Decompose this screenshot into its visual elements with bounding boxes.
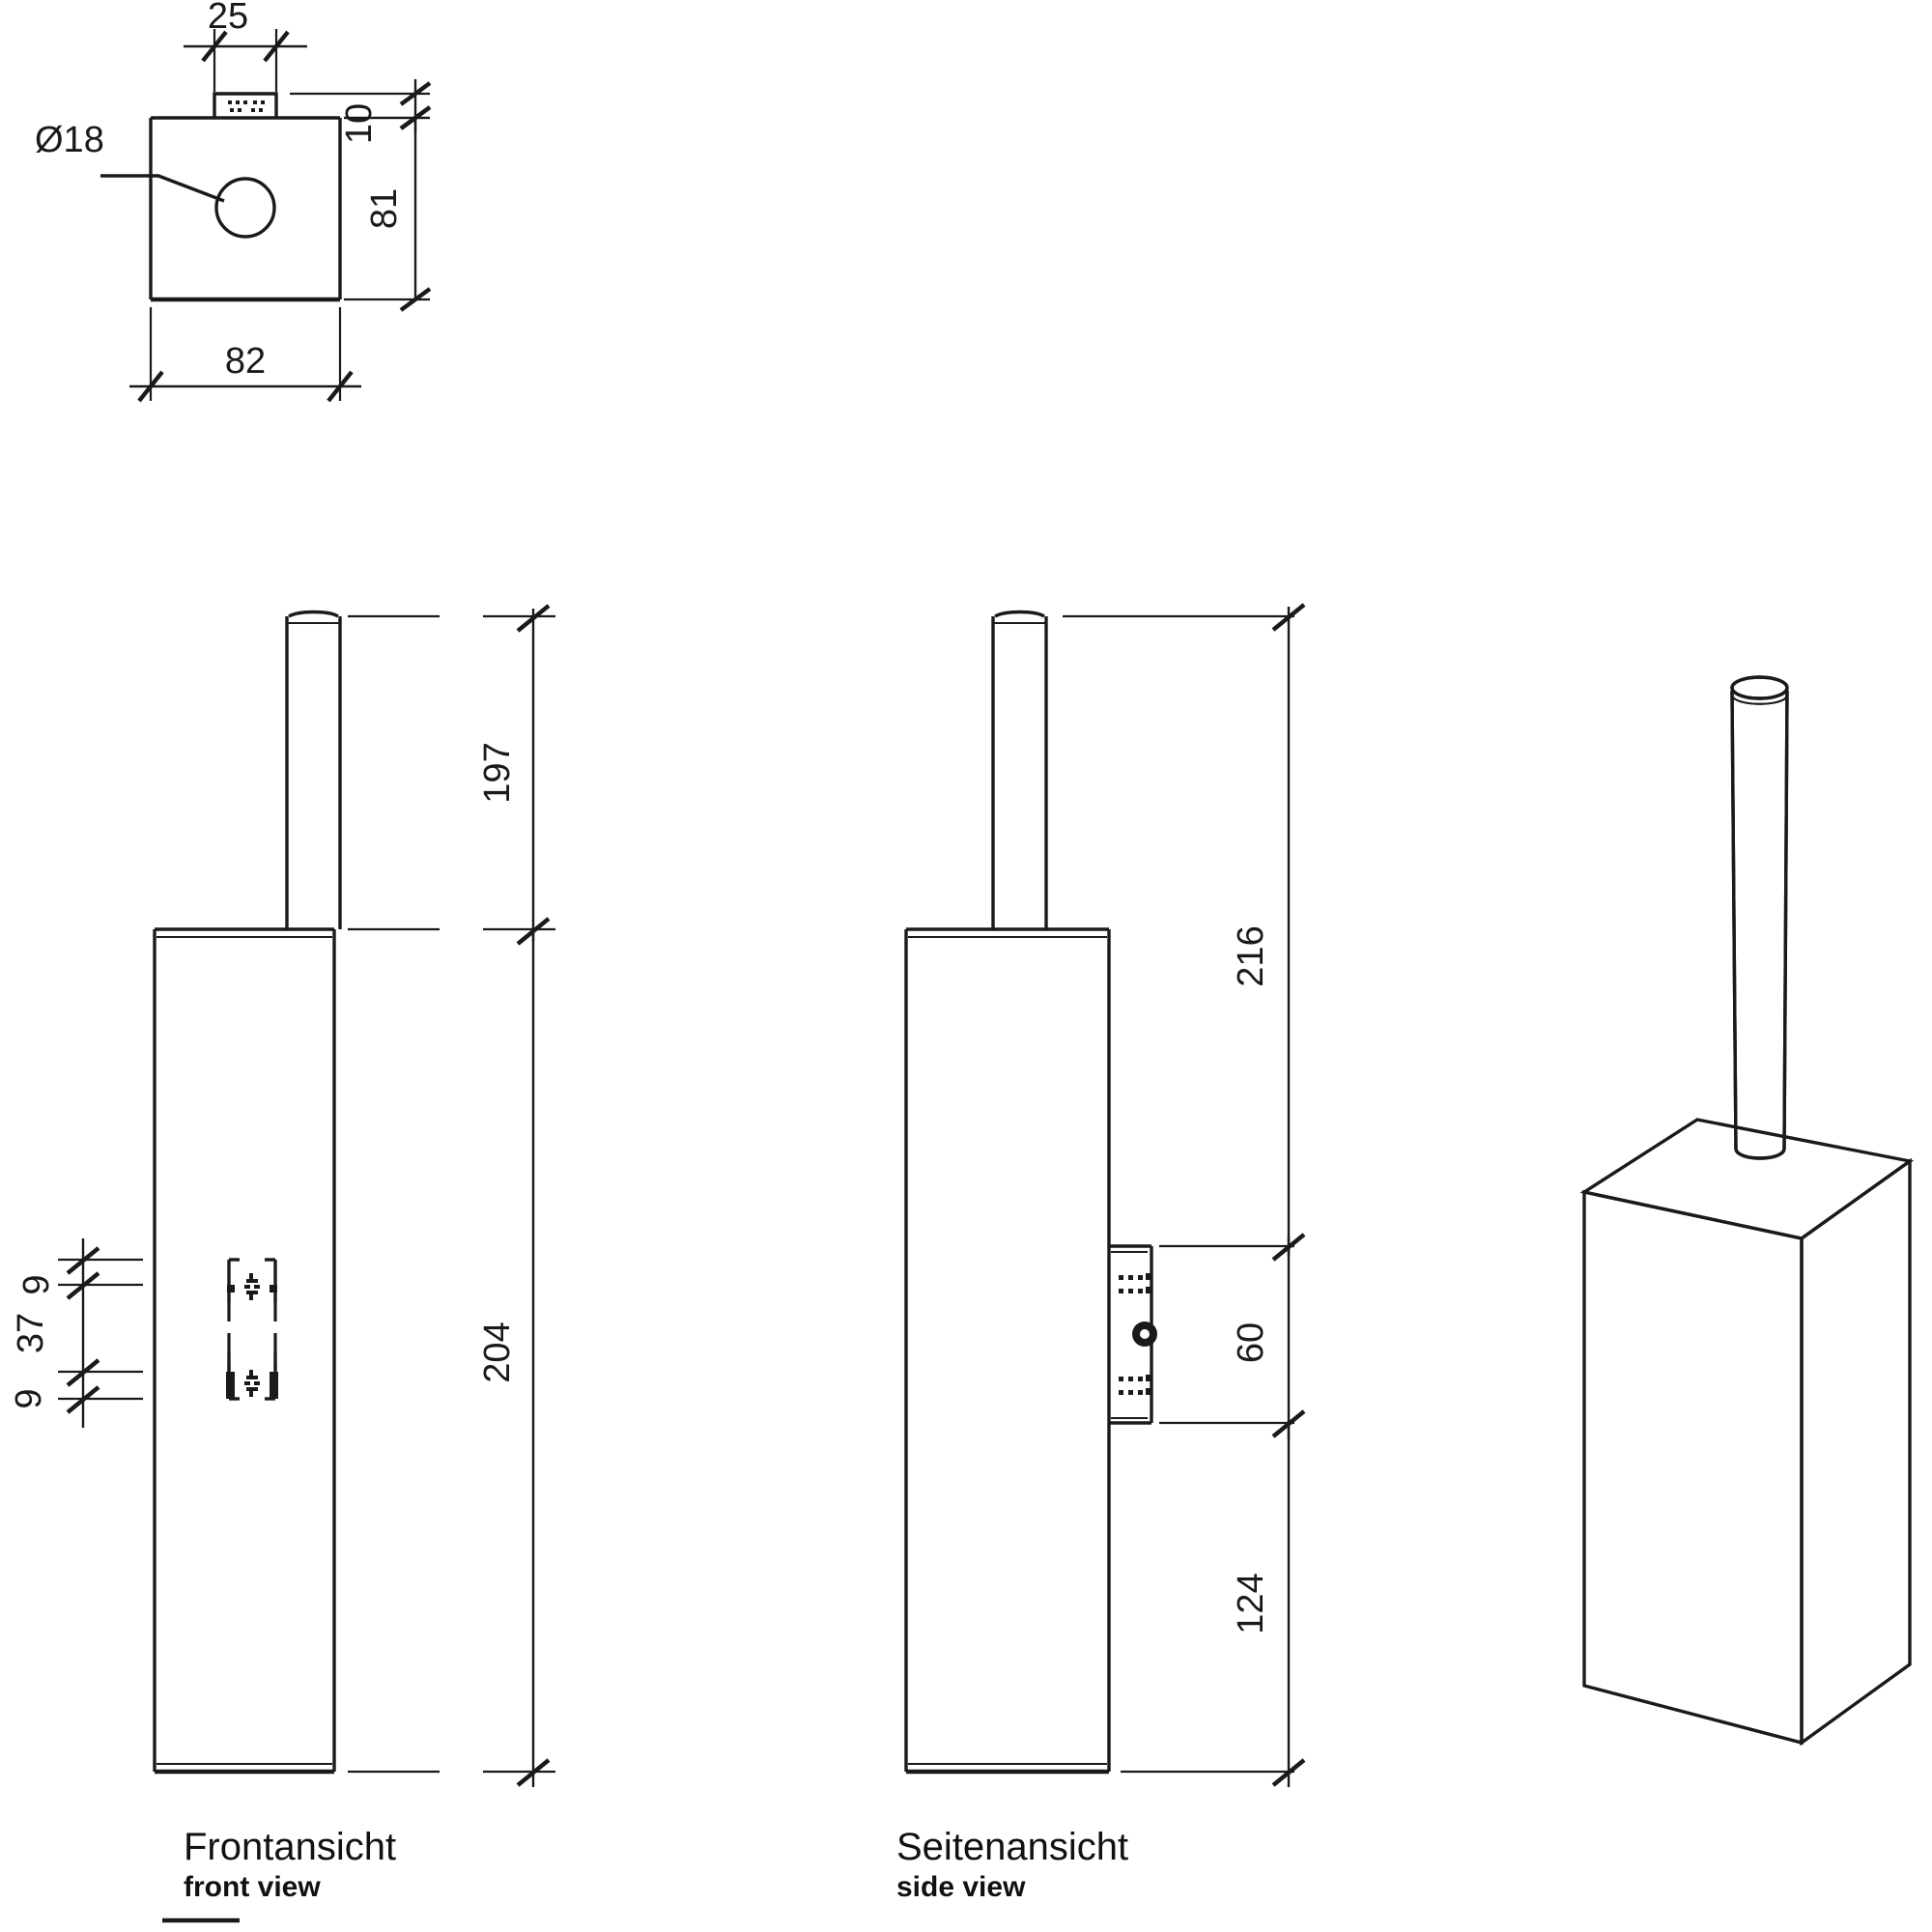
iso-right-face (1800, 1157, 1912, 1747)
dim-197-group: 197 (348, 604, 555, 946)
side-handle (991, 610, 1048, 929)
view-front: 197 204 9 37 9 (9, 604, 555, 1923)
side-wall-bracket (1109, 1244, 1157, 1425)
front-view-label-de: Frontansicht (184, 1826, 396, 1868)
dim-9-upper: 9 (16, 1274, 57, 1294)
dim-10: 10 (339, 103, 380, 144)
dim-216-group: 216 (1063, 603, 1306, 1256)
bracket-knurl-lower (1119, 1375, 1152, 1395)
dim-124-group: 124 (1121, 1420, 1306, 1787)
dim-197: 197 (477, 742, 518, 803)
tab-knurl-dots (228, 100, 265, 112)
dim-37: 37 (11, 1313, 51, 1353)
dim-60: 60 (1231, 1322, 1271, 1363)
diameter-leader-line (100, 174, 225, 203)
iso-handle-front (1730, 675, 1789, 1160)
screw-symbol-upper (244, 1273, 260, 1300)
dim-82-group: 82 (129, 307, 361, 403)
front-view-label-en: front view (184, 1871, 321, 1903)
dim-stack-left-group: 9 37 9 (9, 1238, 143, 1428)
bracket-knurl-upper (1119, 1273, 1152, 1293)
dim-25-group: 25 (184, 0, 307, 92)
plate-hole (214, 177, 276, 239)
front-body (153, 927, 336, 1775)
side-body (904, 927, 1111, 1775)
dim-204-group: 204 (348, 927, 555, 1787)
screw-symbol-lower (244, 1370, 260, 1397)
front-bracket-hidden (226, 1258, 278, 1401)
dim-81-group: 81 (344, 105, 432, 312)
dim-diameter-18: Ø18 (35, 120, 104, 160)
front-handle (285, 610, 342, 929)
view-mounting-plate-detail: Ø18 25 10 81 (35, 0, 432, 403)
dim-216: 216 (1231, 925, 1271, 986)
plate-tab (213, 92, 278, 118)
dim-82: 82 (225, 341, 266, 382)
dim-204: 204 (477, 1321, 518, 1382)
dim-81: 81 (364, 188, 405, 229)
side-view-label-de: Seitenansicht (896, 1826, 1128, 1868)
plate-body (149, 116, 342, 302)
view-isometric (1579, 675, 1915, 1747)
dim-25: 25 (208, 0, 248, 37)
side-view-label-en: side view (896, 1871, 1026, 1903)
view-side: 216 60 124 Seitenansicht side view (896, 603, 1306, 1903)
dim-124: 124 (1231, 1573, 1271, 1634)
dim-9-lower: 9 (9, 1388, 49, 1408)
